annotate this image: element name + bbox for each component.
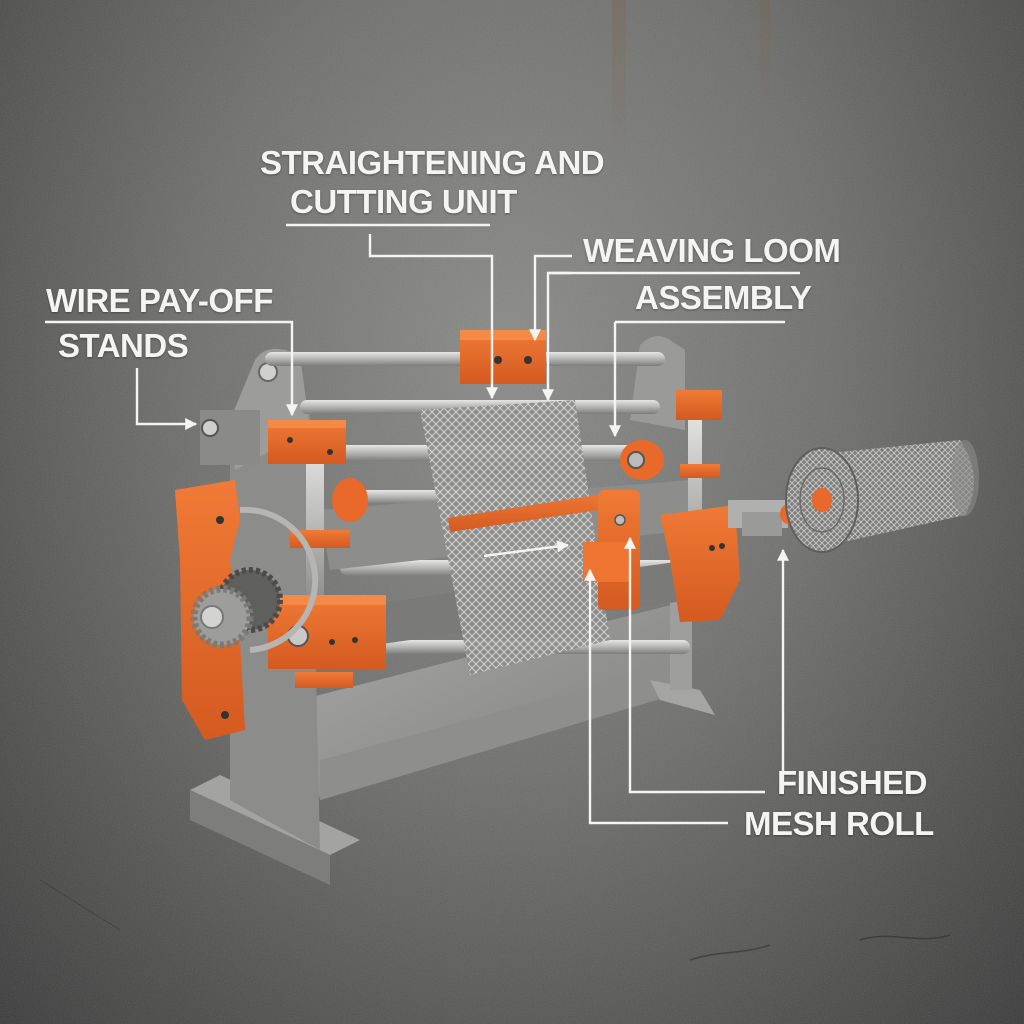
finished-mesh-roll [728,440,979,553]
label-line: STANDS [58,327,189,364]
label-straightening-cutting-unit: STRAIGHTENING AND CUTTING UNIT [260,144,605,220]
label-line: FINISHED [777,764,928,801]
label-line: ASSEMBLY [635,279,812,316]
payoff-leader-2 [135,368,198,430]
label-wire-payoff-stands: WIRE PAY-OFF STANDS [46,284,273,362]
finished-leader-3 [584,568,728,825]
label-line: STRAIGHTENING AND [260,144,605,181]
label-line: WIRE PAY-OFF [46,282,273,319]
straightening-leader-2 [529,254,572,342]
label-weaving-loom-assembly: WEAVING LOOM ASSEMBLY [583,232,841,316]
payoff-leader-1 [45,320,298,417]
straightening-leader-1 [368,234,498,400]
label-line: CUTTING UNIT [290,183,517,220]
label-finished-mesh-roll: FINISHED MESH ROLL [744,766,934,840]
woven-mesh [420,400,610,675]
drive-gears [190,506,319,653]
finished-leader-2 [624,536,765,794]
weaving-leader-1 [542,271,572,402]
mesh-direction-arrow [483,540,570,558]
label-line: WEAVING LOOM [583,232,841,269]
label-line: MESH ROLL [744,805,934,842]
